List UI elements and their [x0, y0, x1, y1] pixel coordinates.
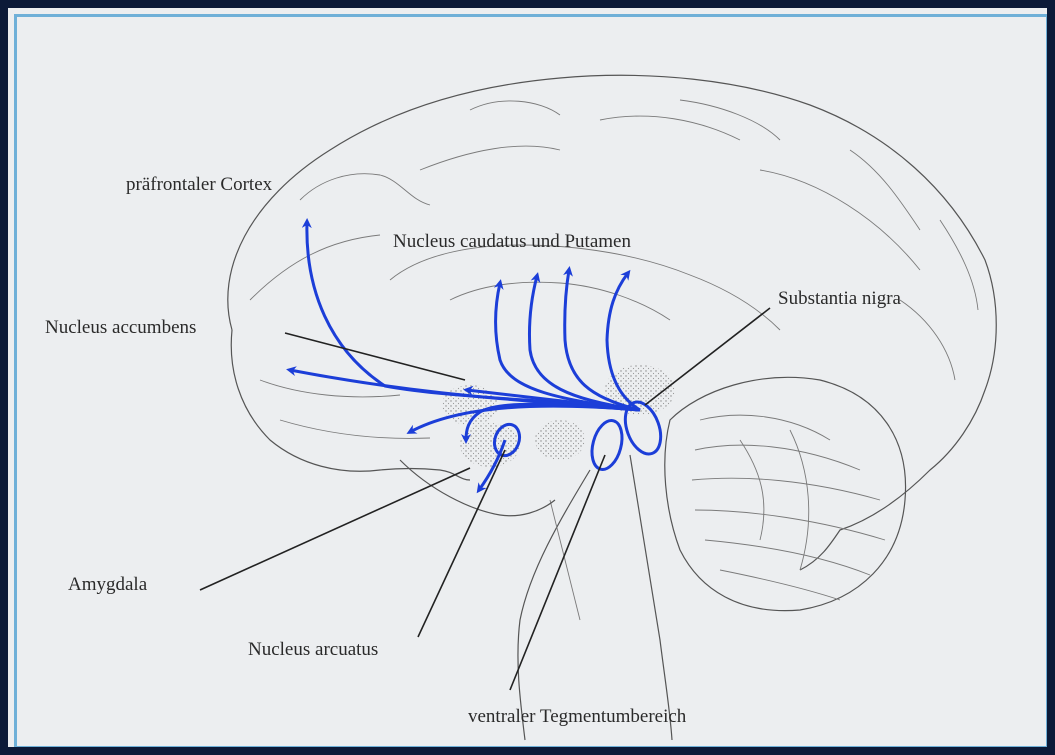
label-nucleus-arcuatus: Nucleus arcuatus — [248, 639, 378, 660]
label-prefrontal-cortex: präfrontaler Cortex — [126, 174, 273, 195]
brain-diagram: präfrontaler Cortex Nucleus caudatus und… — [8, 8, 1047, 747]
label-amygdala: Amygdala — [68, 574, 148, 595]
vta-outline — [587, 417, 627, 473]
label-substantia-nigra: Substantia nigra — [778, 288, 902, 309]
label-vta: ventraler Tegmentumbereich — [468, 706, 687, 727]
label-nucleus-accumbens: Nucleus accumbens — [45, 317, 196, 338]
cerebellum — [665, 377, 906, 610]
label-caudate-putamen: Nucleus caudatus und Putamen — [393, 231, 631, 252]
pointer-lines — [200, 308, 770, 690]
